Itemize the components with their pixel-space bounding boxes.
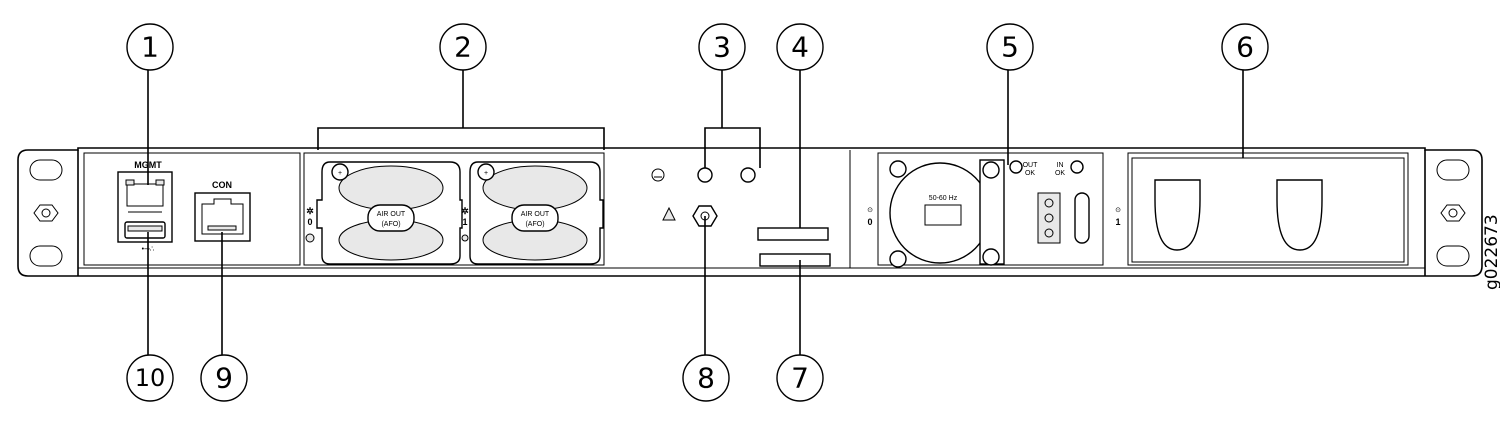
console-port[interactable]: CON	[194, 180, 251, 242]
svg-text:5: 5	[1001, 31, 1019, 64]
svg-text:4: 4	[791, 31, 809, 64]
afo-label: (AFO)	[525, 221, 544, 228]
grounding-points	[651, 167, 756, 227]
svg-text:7: 7	[791, 362, 809, 395]
handle	[1276, 179, 1323, 251]
screw-icon	[1440, 204, 1466, 222]
mount-hole	[29, 245, 63, 267]
callout-1: 1	[126, 23, 174, 71]
svg-text:6: 6	[1236, 31, 1254, 64]
handle	[1154, 179, 1201, 251]
svg-text:9: 9	[215, 362, 233, 395]
power-supply-1[interactable]: ⊙ 1	[1115, 157, 1405, 263]
esd-icon	[662, 206, 676, 221]
svg-text:1: 1	[141, 31, 159, 64]
fan-slot-label: 0	[307, 217, 312, 227]
callout-6: 6	[1221, 23, 1269, 71]
screw-icon: +	[338, 170, 342, 177]
out-ok-led	[1009, 160, 1023, 174]
in-ok-led	[1070, 160, 1084, 174]
psu-slot-label: 1	[1115, 217, 1120, 227]
in-ok-label: IN	[1057, 162, 1064, 169]
callout-4: 4	[776, 23, 824, 71]
callout-10: 10	[126, 354, 174, 402]
fan-icon: ✲	[461, 206, 469, 216]
power-supply-0[interactable]: ⊙ 0 50-60 Hz OUT OK IN OK	[867, 159, 1090, 268]
usb-port[interactable]: •⊸∴	[124, 221, 166, 253]
callout-9: 9	[200, 354, 248, 402]
mount-hole	[29, 159, 63, 181]
callout-2: 2	[439, 23, 487, 71]
mount-hole	[1436, 159, 1470, 181]
figure-id: g022673	[1482, 214, 1500, 290]
power-icon: ⊙	[867, 207, 873, 214]
screw-icon	[33, 204, 59, 222]
ground-point	[740, 167, 756, 183]
callout-3: 3	[698, 23, 746, 71]
callout-5: 5	[986, 23, 1034, 71]
fan-module-0[interactable]: + AIR OUT (AFO) ✲ 0	[305, 161, 463, 265]
svg-text:2: 2	[454, 31, 472, 64]
psu-slot-label: 0	[867, 217, 872, 227]
power-connector	[1037, 192, 1061, 244]
ground-point	[697, 167, 713, 183]
chassis	[17, 147, 1483, 277]
screw-icon: +	[484, 170, 488, 177]
svg-text:3: 3	[713, 31, 731, 64]
air-out-label: AIR OUT	[377, 211, 406, 218]
ground-icon	[651, 168, 665, 182]
psu-handle	[1074, 192, 1090, 244]
out-ok-label: OK	[1025, 170, 1035, 177]
callout-7: 7	[776, 354, 824, 402]
slot-4[interactable]	[757, 227, 829, 241]
afo-label: (AFO)	[381, 221, 400, 228]
in-ok-label: OK	[1055, 170, 1065, 177]
fan-slot-label: 1	[462, 217, 467, 227]
callout-8: 8	[682, 354, 730, 402]
psu-frequency-label: 50-60 Hz	[929, 195, 958, 202]
fan-icon: ✲	[306, 206, 314, 216]
leader-lines	[147, 70, 1244, 355]
mount-hole	[1436, 245, 1470, 267]
fan-module-1[interactable]: + AIR OUT (AFO) ✲ 1	[461, 161, 604, 265]
air-out-label: AIR OUT	[521, 211, 550, 218]
con-label: CON	[212, 180, 232, 190]
slot-7[interactable]	[759, 253, 831, 267]
out-ok-label: OUT	[1023, 162, 1039, 169]
svg-text:10: 10	[135, 364, 166, 392]
power-icon: ⊙	[1115, 207, 1121, 214]
svg-text:8: 8	[697, 362, 715, 395]
